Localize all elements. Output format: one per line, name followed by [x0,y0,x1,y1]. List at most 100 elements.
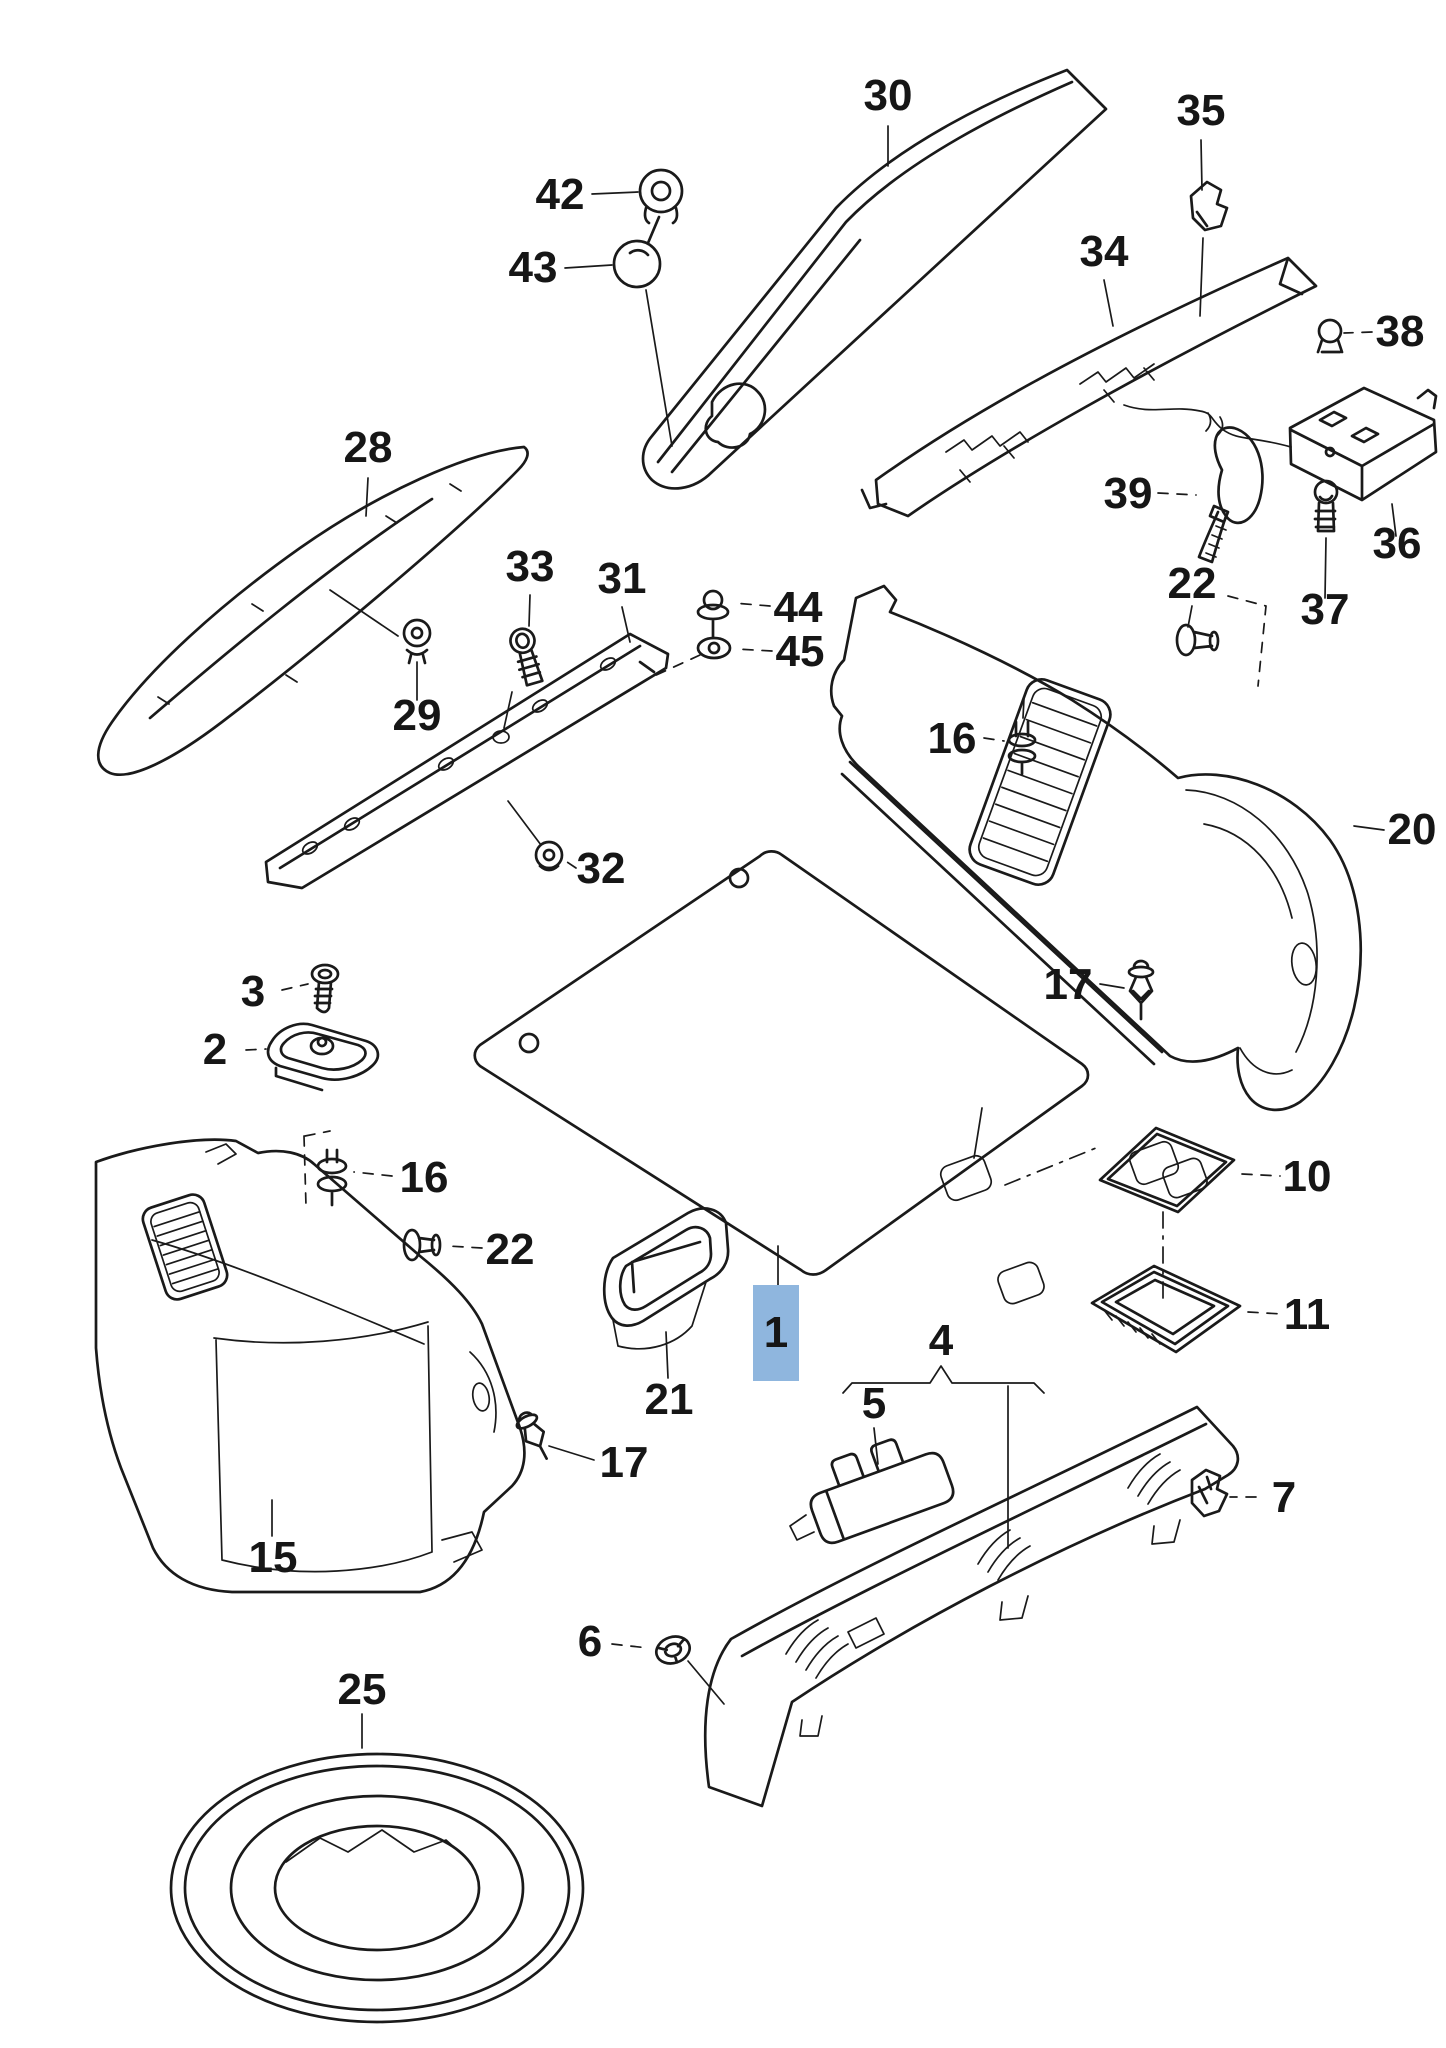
callout-11[interactable]: 11 [1284,1290,1331,1339]
clip-16r-shape [1007,720,1037,776]
strip-31-hole [343,817,361,831]
callout-32[interactable]: 32 [577,844,626,893]
callout-44[interactable]: 44 [774,583,823,632]
callout-5[interactable]: 5 [862,1379,886,1428]
cover-5-foot [789,1514,815,1541]
frame-11-outline [1090,1264,1242,1354]
cover-5-shape [809,1438,955,1545]
grille-outer [968,678,1112,886]
callout-1-highlight-box [753,1285,799,1381]
leader-3 [281,983,309,991]
leader-22-left [447,1245,483,1249]
callout-3[interactable]: 3 [241,967,265,1016]
callout-39[interactable]: 39 [1104,469,1153,518]
clip-17r-shape [1127,959,1155,1021]
callout-17-right[interactable]: 17 [1044,960,1093,1009]
callout-1[interactable]: 1 [764,1308,788,1357]
callout-21[interactable]: 21 [645,1375,694,1424]
leader-10 [1241,1173,1281,1177]
callout-37[interactable]: 37 [1301,585,1350,634]
part-15-left-trim-panel [94,1138,526,1594]
callouts: 42 43 30 35 34 38 39 36 37 28 29 33 31 4… [203,71,1437,1714]
mat-1-cutout-flag [973,1107,983,1159]
callout-38[interactable]: 38 [1376,307,1425,356]
callout-30[interactable]: 30 [864,71,913,120]
washer-45-alignment-dash [651,654,701,678]
grille-slats [982,701,1098,863]
mat-1-outline [473,850,1090,1276]
plug-22r-panel-dash [1227,595,1267,687]
callout-35[interactable]: 35 [1177,86,1226,135]
part-7-clip [1190,1468,1229,1518]
part-34-lock-carrier-trim [860,256,1318,518]
callout-43[interactable]: 43 [509,243,558,292]
callout-45[interactable]: 45 [776,627,825,676]
part-22-plug-left [402,1228,442,1262]
part-45-washer [651,636,732,678]
callout-42[interactable]: 42 [536,170,585,219]
sill-4-holes-tabs [799,1519,1181,1737]
part-20-right-trim-panel [829,584,1362,1112]
callout-28[interactable]: 28 [344,423,393,472]
clip-16l-panel-dash [303,1130,331,1207]
tie-39-shape [1197,426,1264,564]
leader-35 [1200,139,1203,191]
part-16-clip-left [303,1130,348,1207]
ring-25-inner-jag [285,1829,467,1863]
callout-4[interactable]: 4 [929,1316,954,1365]
leader-33 [528,594,531,627]
panel-15-outline [94,1138,526,1594]
callout-29[interactable]: 29 [393,691,442,740]
part-4-rear-sill-trim [703,1405,1240,1808]
callout-1-highlighted[interactable]: 1 [753,1285,799,1381]
part-32-grommet [507,800,564,872]
screw-3-shape [310,963,340,1014]
callout-2[interactable]: 2 [203,1025,227,1074]
leader-37 [1324,537,1327,599]
callout-6[interactable]: 6 [578,1617,602,1666]
leader-16-right [983,737,1005,742]
part-17-clip-left [515,1411,548,1460]
callout-16-left[interactable]: 16 [400,1153,449,1202]
strip-31-hole [301,841,319,855]
frame-11-serrations [1103,1309,1161,1345]
callout-15[interactable]: 15 [249,1533,298,1582]
callout-31[interactable]: 31 [598,554,647,603]
leader-16-left [353,1171,393,1177]
part-1-trunk-floor-mat [473,850,1164,1305]
clip-16l-shape [316,1148,348,1207]
pocket-21-depth-lines [612,1281,707,1350]
leader-32 [563,859,577,869]
part-39-cable-tie [1197,426,1264,564]
callout-17-left[interactable]: 17 [600,1438,649,1487]
callout-10[interactable]: 10 [1283,1152,1332,1201]
part-5-latch-cover [789,1438,955,1545]
lid-10-recess [1128,1140,1180,1186]
callout-22-left[interactable]: 22 [486,1225,535,1274]
leader-11 [1247,1311,1283,1315]
strip-31-hole [599,657,617,671]
clip-35-mount-line [1199,237,1204,317]
plug-22r-shape [1175,623,1220,657]
leader-43 [564,264,613,269]
callout-36[interactable]: 36 [1373,519,1422,568]
callout-20[interactable]: 20 [1388,805,1437,854]
callout-34[interactable]: 34 [1080,227,1129,276]
grille-inner [150,1201,220,1293]
part-31-sill-strip [264,632,670,890]
panel-15-interior-lines [151,1143,497,1573]
callout-25[interactable]: 25 [338,1665,387,1714]
trim-34-teeth [945,363,1155,483]
clip-16r-mount-line [1022,697,1025,719]
callout-7[interactable]: 7 [1272,1473,1296,1522]
leader-2 [245,1048,267,1051]
part-25-spare-wheel-ring [169,1752,585,2024]
part-43-plug [612,215,673,447]
panel-28-fastener-marks [157,483,462,705]
callout-16-right[interactable]: 16 [928,714,977,763]
callout-22-right[interactable]: 22 [1168,559,1217,608]
clip-17l-shape [515,1411,548,1460]
callout-33[interactable]: 33 [506,542,555,591]
grille-outer [141,1193,229,1301]
